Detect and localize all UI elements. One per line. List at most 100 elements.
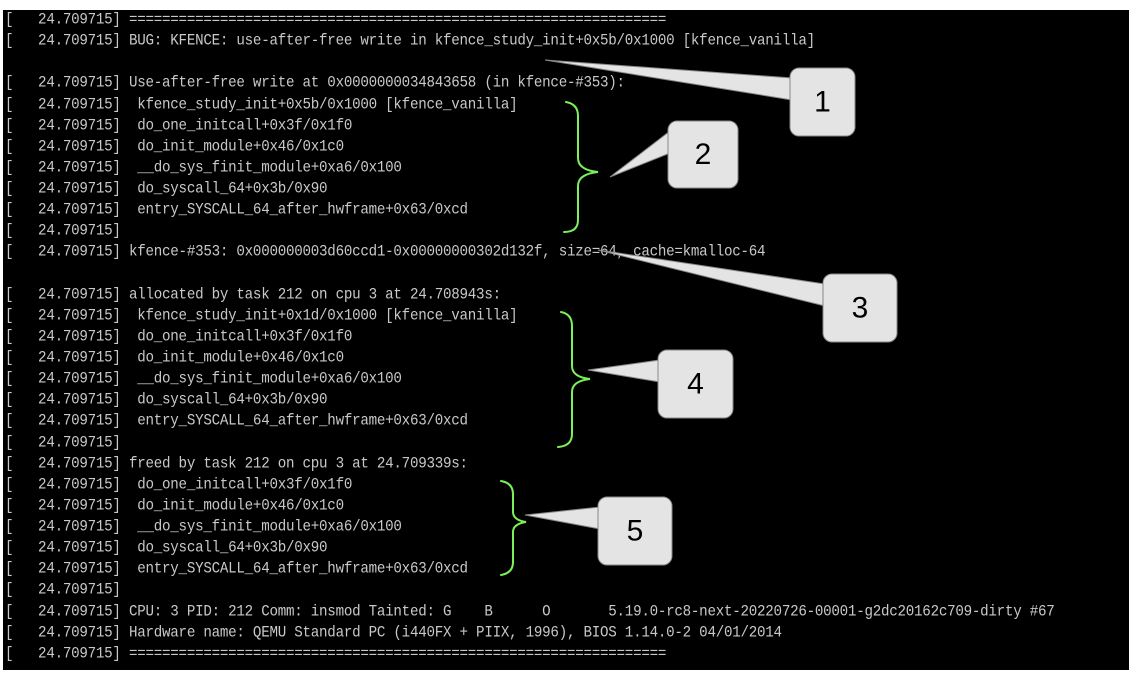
- log-message: do_syscall_64+0x3b/0x90: [120, 539, 328, 558]
- log-timestamp: [ 24.709715]: [5, 644, 121, 663]
- log-timestamp: [ 24.709715]: [5, 285, 121, 304]
- log-line: [ 24.709715] entry_SYSCALL_64_after_hwfr…: [5, 410, 1055, 434]
- callout-number: 5: [627, 515, 644, 548]
- brace-4: [557, 311, 591, 448]
- log-line: [ 24.709715] entry_SYSCALL_64_after_hwfr…: [5, 558, 1055, 582]
- callout-pointer: [544, 59, 793, 101]
- log-message: do_syscall_64+0x3b/0x90: [120, 179, 328, 198]
- log-line: [ 24.709715]: [5, 220, 1055, 244]
- log-message: Use-after-free write at 0x00000000348436…: [120, 74, 625, 93]
- callout-box: [789, 67, 856, 137]
- log-timestamp: [ 24.709715]: [5, 517, 121, 536]
- log-line: [ 24.709715] Use-after-free write at 0x0…: [5, 72, 1055, 96]
- log-timestamp: [ 24.709715]: [5, 496, 121, 515]
- callout-pointer: [587, 359, 661, 383]
- callout-3: 3: [597, 249, 898, 343]
- callout-pointer: [609, 129, 671, 178]
- log-timestamp: [ 24.709715]: [5, 95, 121, 114]
- kernel-log: [ 24.709715] ===========================…: [5, 10, 1055, 665]
- log-message: do_one_initcall+0x3f/0x1f0: [120, 116, 353, 135]
- log-timestamp: [ 24.709715]: [5, 243, 121, 262]
- log-timestamp: [ 24.709715]: [5, 201, 121, 220]
- log-timestamp: [ 24.709715]: [5, 306, 121, 325]
- log-message: entry_SYSCALL_64_after_hwframe+0x63/0xcd: [120, 412, 468, 431]
- log-line: [ 24.709715] kfence_study_init+0x5b/0x10…: [5, 93, 1055, 117]
- log-line: [ 24.709715]: [5, 579, 1055, 603]
- log-timestamp: [ 24.709715]: [5, 454, 121, 473]
- log-timestamp: [ 24.709715]: [5, 412, 121, 431]
- log-message: kfence-#353: 0x000000003d60ccd1-0x000000…: [120, 243, 766, 262]
- callout-box: [667, 120, 739, 189]
- log-timestamp: [ 24.709715]: [5, 348, 121, 367]
- log-message: ========================================…: [120, 10, 667, 29]
- log-timestamp: [ 24.709715]: [5, 475, 121, 494]
- log-line: [ 24.709715] do_one_initcall+0x3f/0x1f0: [5, 326, 1055, 350]
- log-line: [ 24.709715] ===========================…: [5, 642, 1055, 666]
- callout-pointer: [524, 506, 601, 530]
- log-message: ========================================…: [120, 644, 667, 663]
- callout-1: 1: [544, 59, 856, 137]
- log-message: do_one_initcall+0x3f/0x1f0: [120, 327, 353, 346]
- log-line: [ 24.709715] kfence_study_init+0x1d/0x10…: [5, 304, 1055, 328]
- log-timestamp: [ 24.709715]: [5, 179, 121, 198]
- log-timestamp: [ 24.709715]: [5, 137, 121, 156]
- log-timestamp: [ 24.709715]: [5, 10, 121, 29]
- log-timestamp: [ 24.709715]: [5, 602, 121, 621]
- log-timestamp: [ 24.709715]: [5, 539, 121, 558]
- callout-5: 5: [524, 496, 673, 566]
- log-message: BUG: KFENCE: use-after-free write in kfe…: [120, 32, 815, 51]
- log-line: [ 24.709715] __do_sys_finit_module+0xa6/…: [5, 516, 1055, 540]
- log-line: [ 24.709715] do_syscall_64+0x3b/0x90: [5, 389, 1055, 413]
- log-timestamp: [ 24.709715]: [5, 158, 121, 177]
- log-line: [ 24.709715] __do_sys_finit_module+0xa6/…: [5, 157, 1055, 181]
- terminal-window: [3, 10, 1129, 670]
- log-timestamp: [ 24.709715]: [5, 116, 121, 135]
- callout-box: [597, 496, 673, 566]
- log-line: [ 24.709715] Hardware name: QEMU Standar…: [5, 621, 1055, 645]
- log-line: [ 24.709715] ===========================…: [5, 9, 1055, 33]
- log-message: CPU: 3 PID: 212 Comm: insmod Tainted: G …: [120, 602, 1055, 621]
- callout-number: 3: [852, 292, 869, 325]
- log-line: [ 24.709715] do_syscall_64+0x3b/0x90: [5, 537, 1055, 561]
- log-timestamp: [ 24.709715]: [5, 581, 121, 600]
- log-line: [ 24.709715] entry_SYSCALL_64_after_hwfr…: [5, 199, 1055, 223]
- log-message: __do_sys_finit_module+0xa6/0x100: [120, 370, 402, 389]
- log-message: Hardware name: QEMU Standard PC (i440FX …: [120, 623, 782, 642]
- log-line: [ 24.709715] CPU: 3 PID: 212 Comm: insmo…: [5, 600, 1055, 624]
- log-line: [ 24.709715] BUG: KFENCE: use-after-free…: [5, 30, 1055, 54]
- log-timestamp: [ 24.709715]: [5, 327, 121, 346]
- log-timestamp: [ 24.709715]: [5, 391, 121, 410]
- callout-box: [822, 273, 898, 343]
- log-timestamp: [ 24.709715]: [5, 560, 121, 579]
- callout-pointer: [597, 249, 826, 307]
- log-message: allocated by task 212 on cpu 3 at 24.708…: [120, 285, 501, 304]
- log-message: kfence_study_init+0x1d/0x1000 [kfence_va…: [120, 306, 518, 325]
- callout-2: 2: [609, 120, 739, 189]
- brace-5: [500, 480, 527, 576]
- callout-number: 2: [695, 138, 712, 171]
- log-message: do_syscall_64+0x3b/0x90: [120, 391, 328, 410]
- log-line: [ 24.709715] do_init_module+0x46/0x1c0: [5, 135, 1055, 159]
- log-timestamp: [ 24.709715]: [5, 32, 121, 51]
- log-message: __do_sys_finit_module+0xa6/0x100: [120, 158, 402, 177]
- callout-box: [657, 349, 734, 419]
- log-message: do_init_module+0x46/0x1c0: [120, 496, 344, 515]
- log-message: entry_SYSCALL_64_after_hwframe+0x63/0xcd: [120, 201, 468, 220]
- log-timestamp: [ 24.709715]: [5, 623, 121, 642]
- log-timestamp: [ 24.709715]: [5, 370, 121, 389]
- log-message: do_one_initcall+0x3f/0x1f0: [120, 475, 353, 494]
- brace-2: [563, 101, 599, 233]
- log-line: [ 24.709715] do_init_module+0x46/0x1c0: [5, 347, 1055, 371]
- log-line: [ 24.709715] freed by task 212 on cpu 3 …: [5, 452, 1055, 476]
- log-message: __do_sys_finit_module+0xa6/0x100: [120, 517, 402, 536]
- log-message: do_init_module+0x46/0x1c0: [120, 137, 344, 156]
- log-message: entry_SYSCALL_64_after_hwframe+0x63/0xcd: [120, 560, 468, 579]
- callout-number: 1: [814, 86, 831, 119]
- log-message: kfence_study_init+0x5b/0x1000 [kfence_va…: [120, 95, 518, 114]
- log-message: do_init_module+0x46/0x1c0: [120, 348, 344, 367]
- log-line: [ 24.709715] do_init_module+0x46/0x1c0: [5, 495, 1055, 519]
- log-timestamp: [ 24.709715]: [5, 74, 121, 93]
- log-line: [ 24.709715] __do_sys_finit_module+0xa6/…: [5, 368, 1055, 392]
- log-line: [ 24.709715]: [5, 431, 1055, 455]
